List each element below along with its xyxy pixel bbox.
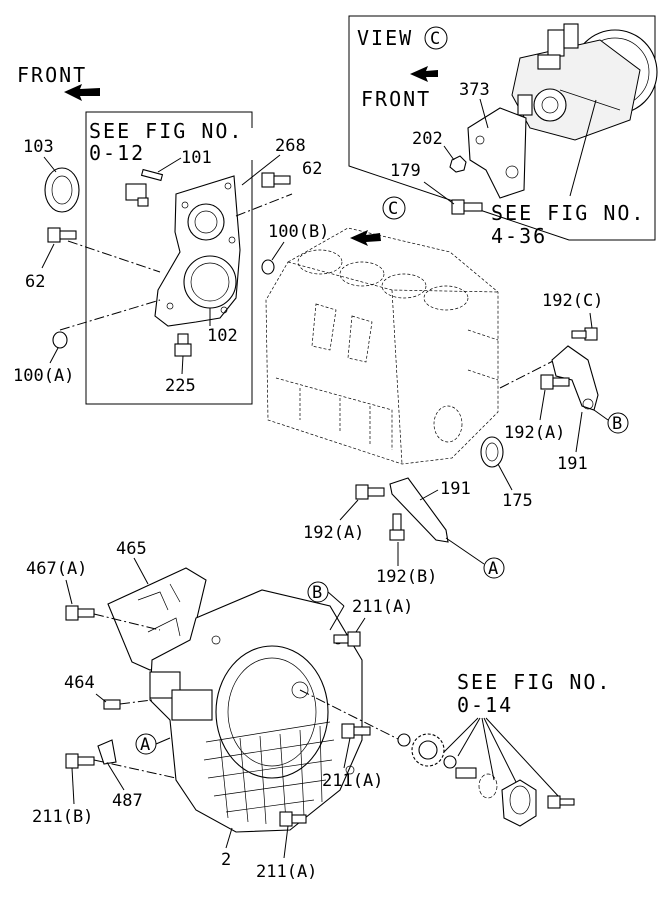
shaft <box>455 767 477 779</box>
bolt-62-left <box>47 227 77 243</box>
view-c-title: VIEW <box>357 26 413 50</box>
label-62-left: 62 <box>25 272 45 292</box>
callout-a-housing-letter: A <box>140 735 150 755</box>
label-192b: 192(B) <box>376 567 437 587</box>
housing-opening <box>215 645 329 779</box>
inset-see-fig-num: 0-12 <box>89 141 145 165</box>
callout-a-center <box>483 557 505 579</box>
label-211a-right: 211(A) <box>322 771 383 791</box>
front-cover-oil-seal-bore <box>183 255 237 309</box>
plug-225 <box>174 333 192 357</box>
gear-cover <box>501 779 537 827</box>
gear-drive-group: SEE FIG NO. 0-14 <box>397 670 611 827</box>
view-c-front-label: FRONT <box>361 87 431 111</box>
bolt-179 <box>451 199 483 215</box>
view-c-front-arrow <box>410 66 438 82</box>
view-c-marker-letter: C <box>388 199 398 219</box>
bolt-62-right <box>261 172 291 188</box>
bolt-192b <box>389 513 405 541</box>
bolt-211a-upper <box>333 631 361 647</box>
callout-a-center-letter: A <box>488 559 498 579</box>
label-191-center: 191 <box>440 479 471 499</box>
o-ring-100b <box>261 259 275 275</box>
label-2: 2 <box>221 850 231 870</box>
label-202: 202 <box>412 129 443 149</box>
bolt-192a-center <box>355 484 385 500</box>
label-211a-bottom: 211(A) <box>256 862 317 882</box>
label-175: 175 <box>502 491 533 511</box>
label-465: 465 <box>116 539 147 559</box>
view-c-inset: VIEW C FRONT 373 <box>348 15 658 248</box>
callout-b-right <box>607 412 629 434</box>
bolt-211b <box>65 753 95 769</box>
label-192c: 192(C) <box>542 291 603 311</box>
label-100b: 100(B) <box>268 222 329 242</box>
inset-see-fig: SEE FIG NO. <box>89 119 243 143</box>
injection-pump <box>511 23 658 141</box>
oil-seal-175 <box>480 436 504 468</box>
pump-body <box>511 39 641 141</box>
o-ring-gear <box>478 773 498 799</box>
label-211b: 211(B) <box>32 807 93 827</box>
housing-ribs <box>203 721 335 825</box>
stud-101 <box>140 168 164 182</box>
view-c-see-fig-num: 4-36 <box>491 224 547 248</box>
lower-see-fig-num: 0-14 <box>457 693 513 717</box>
plate-487 <box>97 739 117 765</box>
inset-frame <box>85 111 253 405</box>
callout-b-right-letter: B <box>612 414 622 434</box>
label-192a-center: 192(A) <box>303 523 364 543</box>
flywheel-housing-group: 465 467(A) B A <box>26 539 413 882</box>
cover-bolt <box>547 795 575 809</box>
label-191-right: 191 <box>557 454 588 474</box>
label-179: 179 <box>390 161 421 181</box>
bolt-192a-right <box>540 374 570 390</box>
front-arrow <box>64 84 100 101</box>
pump-bracket <box>467 107 527 199</box>
cylinder-block: C <box>265 196 556 465</box>
label-487: 487 <box>112 791 143 811</box>
bolt-192c <box>571 327 598 341</box>
label-268: 268 <box>275 136 306 156</box>
view-c-arrow <box>350 230 381 246</box>
label-464: 464 <box>64 673 95 693</box>
o-ring-100a <box>52 331 68 349</box>
label-102: 102 <box>207 326 238 346</box>
label-62-right: 62 <box>302 159 322 179</box>
label-373: 373 <box>459 80 490 100</box>
oil-seal-103 <box>44 167 80 213</box>
fitting <box>125 183 149 207</box>
view-c-marker-circle <box>382 196 406 220</box>
label-100a: 100(A) <box>13 366 74 386</box>
label-225: 225 <box>165 376 196 396</box>
label-192a-right: 192(A) <box>504 423 565 443</box>
gear-bolt <box>397 733 411 747</box>
label-467a: 467(A) <box>26 559 87 579</box>
front-label: FRONT <box>17 63 87 87</box>
lower-see-fig: SEE FIG NO. <box>457 670 611 694</box>
callout-b-housing-letter: B <box>312 583 322 603</box>
view-c-mark-letter: C <box>430 29 440 49</box>
washer <box>443 755 457 769</box>
bolt-211a-right <box>341 723 371 739</box>
view-c-frame <box>348 15 656 241</box>
dowel-464 <box>103 699 121 710</box>
view-c-see-fig: SEE FIG NO. <box>491 201 645 225</box>
label-211a-upper: 211(A) <box>352 597 413 617</box>
front-cover-inset: SEE FIG NO. 0-12 101 102 225 <box>59 111 293 405</box>
label-103: 103 <box>23 137 54 157</box>
label-101: 101 <box>181 148 212 168</box>
view-c-mark-circle <box>424 26 448 50</box>
bolt-211a-bottom <box>279 811 307 827</box>
bolt-467a <box>65 605 95 621</box>
bracket-191-center <box>389 477 449 543</box>
